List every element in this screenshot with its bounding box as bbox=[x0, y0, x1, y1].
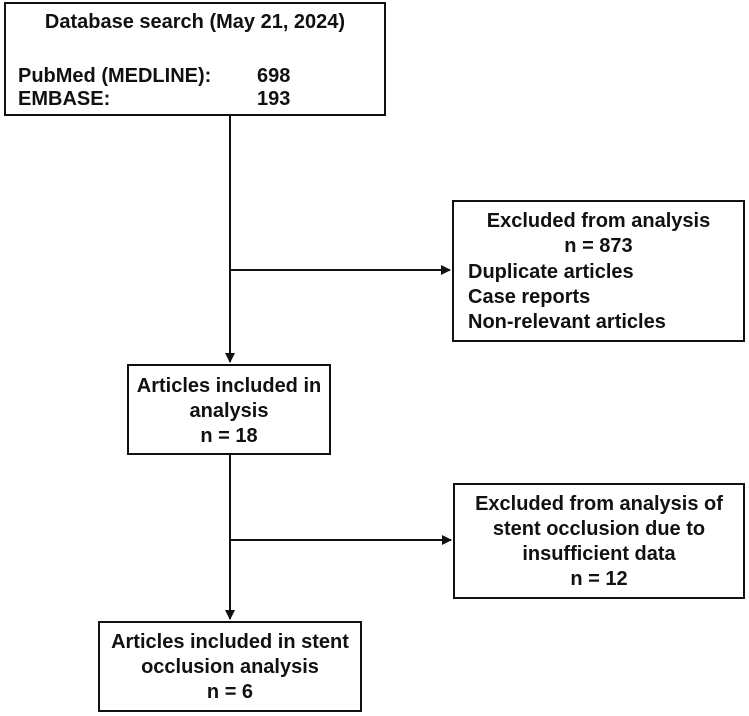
stent-line: Articles included in stent bbox=[111, 631, 349, 653]
excluded-stent-line: Excluded from analysis of bbox=[475, 493, 723, 515]
excluded-title: Excluded from analysis bbox=[486, 210, 711, 232]
excluded-count: n = 873 bbox=[564, 235, 633, 257]
included-count: n = 18 bbox=[200, 425, 258, 447]
source-name: PubMed (MEDLINE): bbox=[18, 65, 212, 87]
excluded-stent-count: n = 12 bbox=[570, 568, 628, 590]
included-line: Articles included in bbox=[136, 375, 322, 397]
database-search-box: Database search (May 21, 2024) PubMed (M… bbox=[4, 2, 386, 116]
exclusion-reason: Duplicate articles bbox=[468, 261, 634, 283]
stent-occlusion-analysis-box: Articles included in stent occlusion ana… bbox=[98, 621, 362, 712]
excluded-from-analysis-box: Excluded from analysis n = 873 Duplicate… bbox=[452, 200, 745, 342]
source-name: EMBASE: bbox=[18, 88, 111, 110]
included-line: analysis bbox=[189, 400, 269, 422]
source-count: 193 bbox=[257, 88, 291, 110]
excluded-stent-analysis-box: Excluded from analysis of stent occlusio… bbox=[453, 483, 745, 599]
exclusion-reason: Non-relevant articles bbox=[468, 311, 666, 333]
exclusion-reason: Case reports bbox=[468, 286, 591, 308]
stent-count: n = 6 bbox=[206, 681, 254, 703]
stent-line: occlusion analysis bbox=[141, 656, 319, 678]
excluded-stent-line: insufficient data bbox=[522, 543, 676, 565]
source-count: 698 bbox=[257, 65, 291, 87]
database-search-title: Database search (May 21, 2024) bbox=[44, 11, 346, 33]
excluded-stent-line: stent occlusion due to bbox=[492, 518, 706, 540]
articles-included-box: Articles included in analysis n = 18 bbox=[127, 364, 331, 455]
